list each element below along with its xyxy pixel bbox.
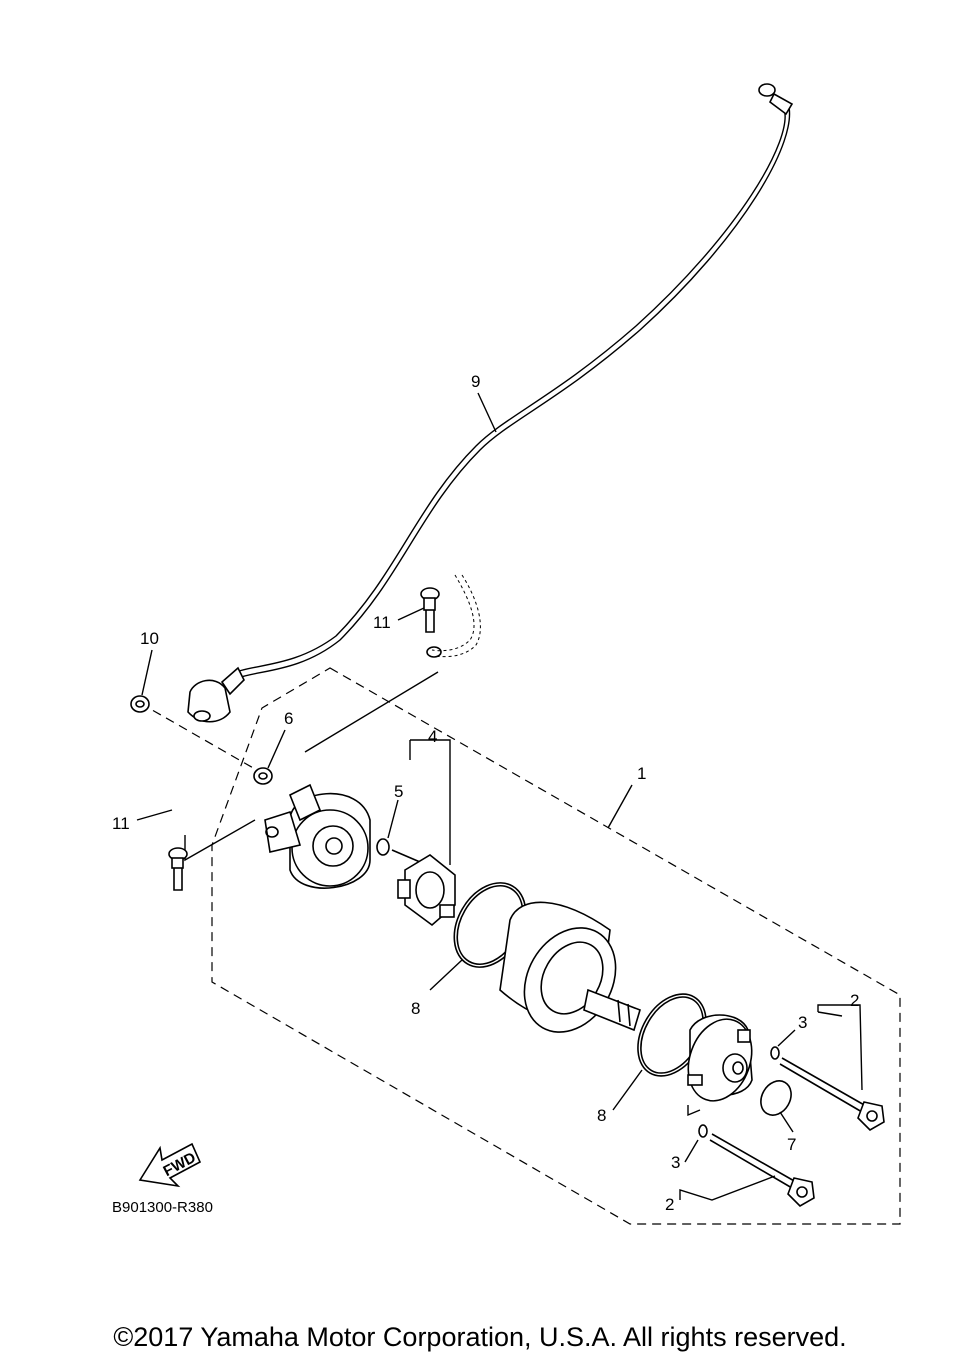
rear-cover [687,1014,753,1102]
long-bolt-2-upper [779,1057,885,1131]
callout-4: 4 [428,727,437,746]
callout-2-lower: 2 [665,1195,674,1214]
washer-3-lower [698,1124,708,1138]
long-bolt-2-lower [709,1133,815,1207]
washer-3-upper [770,1046,780,1060]
starter-cable [187,83,794,723]
callout-3-upper: 3 [798,1013,807,1032]
callout-9: 9 [471,372,480,391]
o-ring-5 [376,838,390,856]
callout-1: 1 [637,764,646,783]
assembly-boundary [211,667,901,1225]
nut-10 [130,695,150,713]
front-cover [264,783,371,889]
callout-7: 7 [787,1135,796,1154]
terminal-axis [139,702,263,774]
callout-10: 10 [140,629,159,648]
nut-6 [253,767,273,785]
ground-wire-hint [426,574,481,658]
fwd-arrow: FWD [138,1142,202,1188]
bolt-leader-left [184,819,256,862]
callout-2-upper: 2 [850,991,859,1010]
callout-5: 5 [394,782,403,801]
brush-holder-4 [391,849,456,927]
callout-6: 6 [284,709,293,728]
o-ring-7 [760,1080,792,1116]
copyright-notice: ©2017 Yamaha Motor Corporation, U.S.A. A… [113,1322,847,1352]
callout-8-upper: 8 [411,999,420,1018]
diagram-code: B901300-R380 [112,1199,213,1216]
callout-11-lower: 11 [112,814,130,833]
callout-3-lower: 3 [671,1153,680,1172]
ground-lead-leader [304,671,439,753]
bolt-11-lower [168,847,188,891]
callout-11-upper: 11 [373,613,391,632]
leader-lines [136,392,863,1201]
callout-8-lower: 8 [597,1106,606,1125]
motor-yoke [499,901,641,1033]
bolt-11-upper [420,587,440,633]
